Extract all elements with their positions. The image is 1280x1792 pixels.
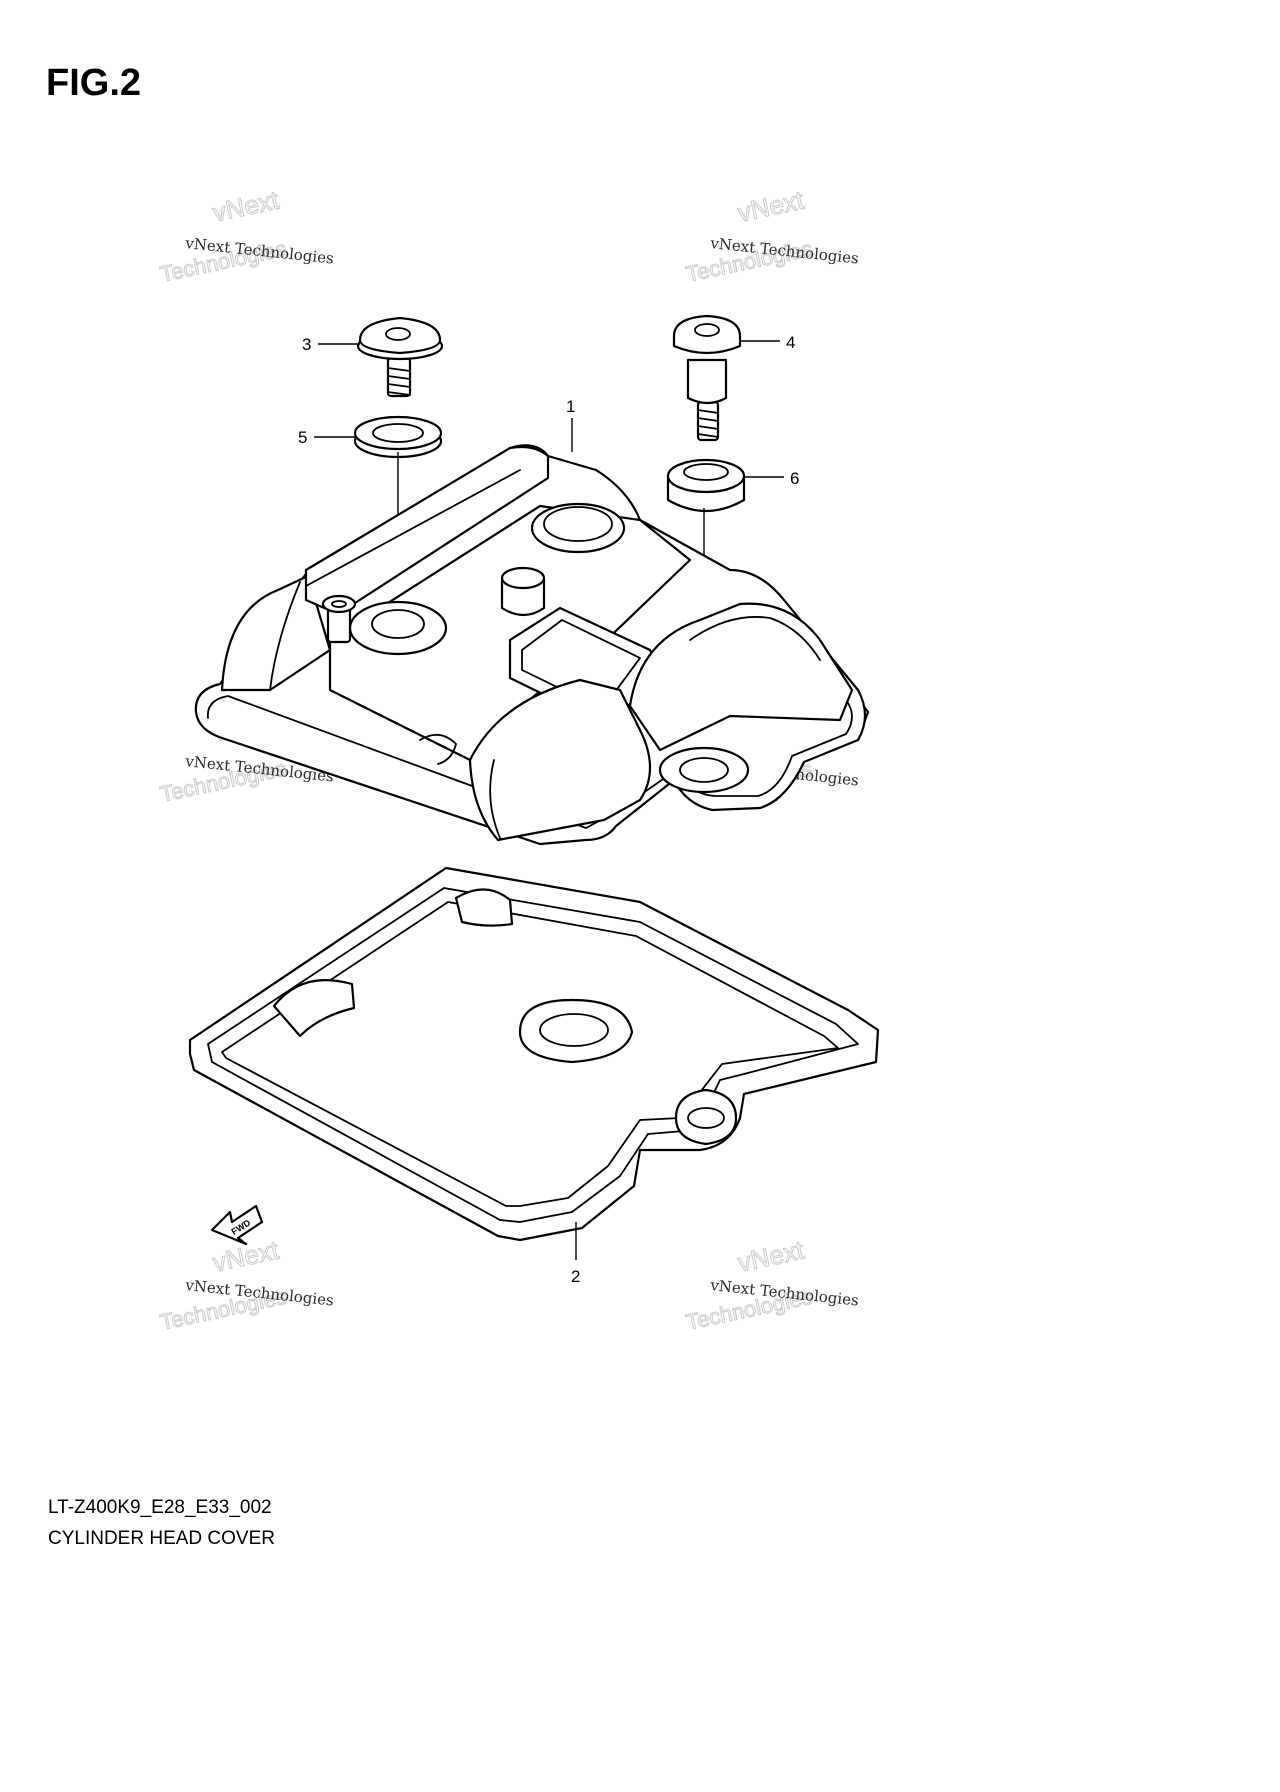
part-1-cylinder-head-cover	[194, 444, 870, 846]
callout-5: 5	[298, 428, 307, 447]
part-5-washer	[353, 415, 443, 459]
callout-1: 1	[566, 397, 575, 416]
part-2-gasket	[188, 866, 880, 1242]
watermark-bottom-right: vNext Technologies vNext Technologies	[683, 1234, 859, 1335]
diagram-code: LT-Z400K9_E28_E33_002	[48, 1497, 272, 1518]
part-3-bolt	[356, 316, 444, 398]
figure-title: FIG.2	[46, 62, 142, 104]
callout-6: 6	[790, 469, 799, 488]
callout-2: 2	[571, 1267, 580, 1286]
watermark-brand: vNext	[210, 1235, 282, 1278]
watermark-bottom-left: vNext Technologies vNext Technologies	[157, 1234, 334, 1335]
watermark-top-right: vNext Technologies vNext Technologies	[683, 184, 859, 287]
callout-3: 3	[302, 335, 311, 354]
part-6-grommet	[666, 458, 746, 513]
diagram-name: CYLINDER HEAD COVER	[48, 1528, 275, 1549]
watermark-brand: vNext	[210, 185, 282, 228]
watermark-brand: vNext	[735, 1235, 807, 1278]
forward-arrow-icon: FWD	[210, 1204, 264, 1246]
part-4-bolt	[672, 314, 742, 442]
watermark-top-left: vNext Technologies vNext Technologies	[157, 184, 334, 287]
callout-4: 4	[786, 333, 795, 352]
watermark-brand: vNext	[735, 185, 807, 228]
